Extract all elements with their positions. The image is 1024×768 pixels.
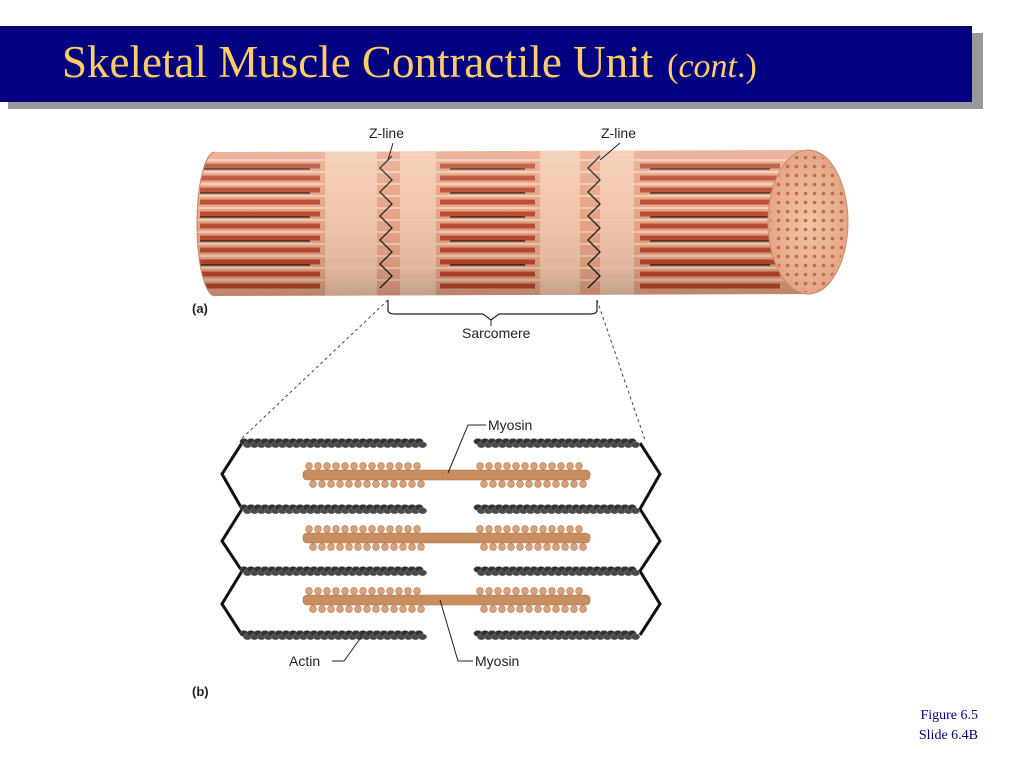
actin-leader xyxy=(332,635,363,662)
zdisc-left xyxy=(220,442,244,636)
slide-number: Slide 6.4B xyxy=(918,728,978,743)
actin-label: Actin xyxy=(289,653,320,669)
myosin-top-label: Myosin xyxy=(488,417,532,433)
actin-filament xyxy=(239,566,427,577)
zdisc-right xyxy=(638,442,662,636)
zline-left-leader xyxy=(387,142,394,161)
myosin-filament xyxy=(302,525,591,551)
slide-footer: Figure 6.5 Slide 6.4B xyxy=(919,706,978,746)
actin-filament xyxy=(473,630,640,641)
zline-right-leader xyxy=(599,142,621,161)
figure-number: Figure 6.5 xyxy=(920,708,978,723)
myosin-bottom-label: Myosin xyxy=(475,653,519,669)
title-subtitle: (cont.) xyxy=(667,48,757,85)
panel-b-label: (b) xyxy=(192,684,209,699)
title-main: Skeletal Muscle Contractile Unit xyxy=(62,37,654,87)
actin-filament xyxy=(239,438,427,449)
myosin-filament xyxy=(302,587,591,613)
actin-filament xyxy=(239,630,427,641)
myosin-top-leader xyxy=(447,424,486,474)
title-bar xyxy=(0,26,972,102)
panel-a-label: (a) xyxy=(192,301,208,316)
actin-filament xyxy=(239,504,427,515)
myosin-bottom-leader xyxy=(439,599,473,662)
zoom-line-left xyxy=(239,299,389,441)
slide-title: Skeletal Muscle Contractile Unit (cont.) xyxy=(62,36,757,88)
zline-left-label: Z-line xyxy=(369,125,404,141)
sarcomere-detail xyxy=(220,438,662,641)
actin-filament xyxy=(473,566,640,577)
actin-filament xyxy=(473,438,640,449)
sarcomere-label: Sarcomere xyxy=(462,325,531,341)
muscle-fiber xyxy=(196,149,849,297)
sarcomere-bracket xyxy=(387,300,598,321)
myosin-filament xyxy=(302,462,591,488)
zoom-line-right xyxy=(596,299,646,441)
zline-right-label: Z-line xyxy=(601,125,636,141)
actin-filament xyxy=(473,504,640,515)
